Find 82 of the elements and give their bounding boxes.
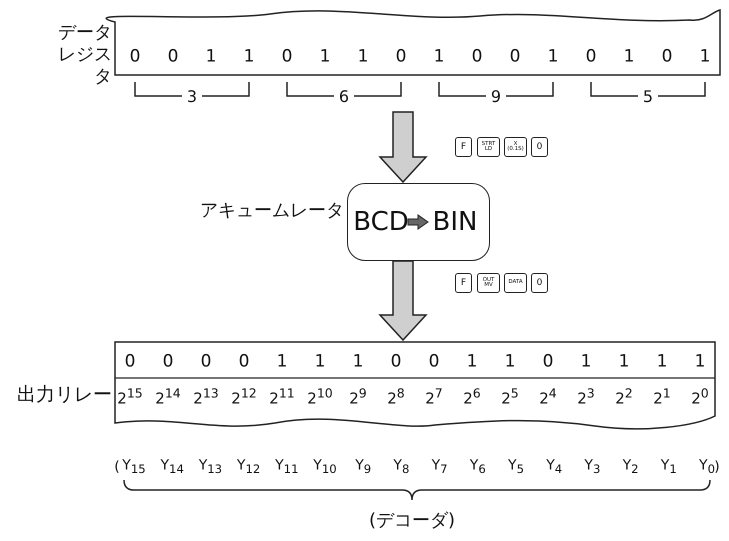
parenthesis: ): [714, 460, 720, 474]
bit-value: 1: [352, 354, 364, 370]
output-name: Y$_{11}$: [275, 458, 298, 476]
output-name: Y$_{3}$: [584, 458, 600, 476]
output-name: Y$_{6}$: [470, 458, 486, 476]
bit-value: 0: [428, 354, 440, 370]
output-name: Y$_{13}$: [198, 458, 222, 476]
bit-value: 0: [396, 48, 406, 66]
bit-weight: 2$^{2}$: [615, 388, 633, 406]
output-name: Y$_{12}$: [236, 458, 260, 476]
parenthesis: (: [114, 460, 120, 474]
bit-value: 1: [206, 48, 216, 66]
bit-weight: 2$^{0}$: [691, 388, 709, 406]
bit-value: 0: [200, 354, 212, 370]
bit-value: 1: [314, 354, 326, 370]
bit-value: 0: [510, 48, 520, 66]
bit-value: 0: [586, 48, 596, 66]
bit-weight: 2$^{13}$: [193, 388, 219, 406]
bit-value: 1: [700, 48, 710, 66]
bit-value: 1: [466, 354, 478, 370]
decoder-caption: (デコーダ): [368, 512, 456, 530]
conversion-text: BCD: [353, 209, 409, 235]
output-name: Y$_{9}$: [355, 458, 372, 476]
group-value: 3: [186, 89, 198, 105]
bit-value: 1: [580, 354, 592, 370]
accumulator-label: アキュームレータ: [200, 202, 344, 220]
output-name: Y$_{2}$: [622, 458, 639, 476]
bit-value: 1: [548, 48, 558, 66]
bit-weight: 2$^{4}$: [539, 388, 557, 406]
bit-value: 1: [504, 354, 516, 370]
block-arrow: [378, 111, 428, 184]
bit-weight: 2$^{1}$: [653, 388, 671, 406]
bit-value: 1: [358, 48, 368, 66]
output-name: Y$_{8}$: [393, 458, 410, 476]
output-name: Y$_{14}$: [160, 458, 184, 476]
output-name: Y$_{0}$: [699, 458, 715, 476]
bit-value: 0: [162, 354, 174, 370]
bit-weight: 2$^{5}$: [501, 388, 519, 406]
output-name: Y$_{7}$: [432, 458, 448, 476]
bit-value: 1: [434, 48, 444, 66]
bit-weight: 2$^{9}$: [349, 388, 367, 406]
output-name: Y$_{15}$: [122, 458, 146, 476]
bit-weight: 2$^{8}$: [387, 388, 405, 406]
bit-weight: 2$^{12}$: [231, 388, 257, 406]
bit-value: 1: [244, 48, 254, 66]
bit-value: 1: [320, 48, 330, 66]
bit-weight: 2$^{11}$: [269, 388, 295, 406]
bit-value: 0: [542, 354, 554, 370]
bit-weight: 2$^{6}$: [463, 388, 481, 406]
output-name: Y$_{1}$: [660, 458, 677, 476]
bit-value: 0: [390, 354, 402, 370]
bit-value: 1: [656, 354, 668, 370]
output-name: Y$_{10}$: [313, 458, 337, 476]
register-label: データレジスタ: [57, 22, 112, 88]
output-name: Y$_{4}$: [546, 458, 562, 476]
output-name: Y$_{5}$: [508, 458, 524, 476]
bit-value: 0: [282, 48, 292, 66]
bit-value: 0: [124, 354, 136, 370]
block-arrow: [378, 260, 428, 342]
bit-weight: 2$^{7}$: [425, 388, 443, 406]
key-button: 0: [531, 137, 548, 157]
bit-value: 0: [130, 48, 140, 66]
bit-value: 1: [276, 354, 288, 370]
group-value: 6: [338, 89, 350, 105]
key-button: F: [455, 137, 472, 157]
group-value: 5: [642, 89, 654, 105]
bit-value: 1: [694, 354, 706, 370]
conversion-text: BIN: [432, 209, 478, 235]
key-button: 0: [531, 273, 548, 293]
relay-label: 出力リレー: [17, 386, 112, 404]
bit-value: 1: [624, 48, 634, 66]
bit-value: 1: [618, 354, 630, 370]
bit-weight: 2$^{10}$: [307, 388, 333, 406]
key-button: F: [455, 273, 472, 293]
group-value: 9: [490, 89, 502, 105]
bit-weight: 2$^{15}$: [117, 388, 143, 406]
bit-weight: 2$^{3}$: [577, 388, 595, 406]
bit-value: 0: [238, 354, 250, 370]
bit-value: 0: [662, 48, 672, 66]
bit-value: 0: [472, 48, 482, 66]
bit-value: 0: [168, 48, 178, 66]
bit-weight: 2$^{14}$: [155, 388, 181, 406]
